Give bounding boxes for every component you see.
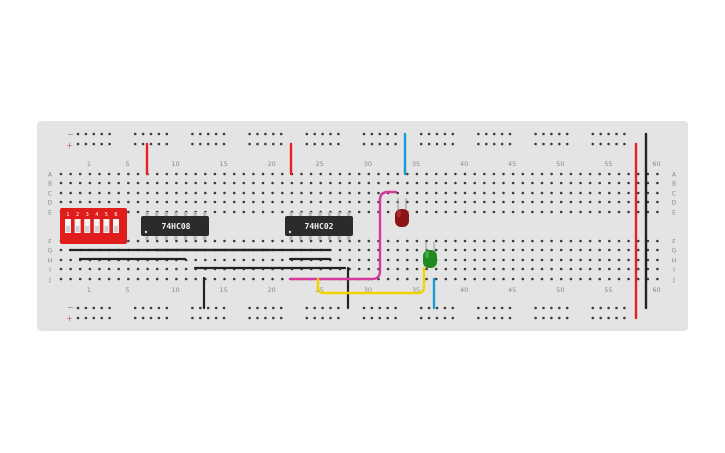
top-rail-minus-label: − (67, 130, 74, 139)
wire-yellow[interactable] (316, 266, 426, 295)
chip1-label: 74HC08 (162, 222, 191, 231)
column-number: 50 (556, 160, 564, 168)
column-number: 5 (125, 160, 129, 168)
column-number: 5 (125, 286, 129, 294)
dip-switch-number: 3 (86, 212, 89, 218)
column-number: 60 (652, 160, 660, 168)
column-number: 20 (268, 160, 276, 168)
column-number: 45 (508, 286, 516, 294)
row-letter: E (48, 210, 52, 217)
row-letter: I (49, 267, 51, 274)
row-letter: B (48, 181, 52, 188)
column-number: 55 (604, 160, 612, 168)
wire-pink[interactable] (288, 190, 398, 281)
row-letter: C (672, 191, 676, 198)
column-number: 30 (364, 160, 372, 168)
dip-switch-number: 1 (66, 212, 69, 218)
row-letter: G (672, 248, 677, 255)
column-number: 35 (412, 160, 420, 168)
dip-switch-number: 4 (95, 212, 98, 218)
dip-switch-number: 5 (105, 212, 108, 218)
row-letter: D (672, 200, 677, 207)
column-number: 45 (508, 160, 516, 168)
column-number: 50 (556, 286, 564, 294)
row-letter: A (48, 172, 53, 179)
row-letter: F (672, 239, 676, 246)
column-number: 30 (364, 286, 372, 294)
row-letter: J (48, 277, 51, 284)
row-letter: B (672, 181, 676, 188)
chip2-label: 74HC02 (305, 222, 334, 231)
column-number: 20 (268, 286, 276, 294)
column-number: 1 (87, 286, 91, 294)
row-letter: E (672, 210, 676, 217)
bottom-rail-plus-label: + (66, 314, 73, 323)
led-green[interactable] (423, 242, 437, 268)
row-letter: I (673, 267, 675, 274)
row-letter: F (48, 239, 52, 246)
column-number: 40 (460, 160, 468, 168)
column-number: 15 (219, 160, 227, 168)
led-red[interactable] (395, 198, 409, 227)
dip-switch-number: 6 (114, 212, 117, 218)
dip-switch-number: 2 (76, 212, 79, 218)
row-letter: D (48, 200, 53, 207)
wires-rail-jumpers[interactable] (145, 132, 648, 320)
column-number: 15 (219, 286, 227, 294)
wires-bottom-black[interactable] (68, 248, 350, 310)
row-letter: C (48, 191, 52, 198)
row-letter: J (672, 277, 675, 284)
breadboard (37, 121, 688, 331)
bottom-rail-minus-label: − (67, 303, 74, 312)
column-number: 35 (412, 286, 420, 294)
top-rail-plus-label: + (66, 141, 73, 150)
column-number: 60 (652, 286, 660, 294)
chip-74hc02[interactable]: 74HC02 (285, 212, 353, 240)
column-number: 25 (316, 160, 324, 168)
row-letter: H (48, 258, 53, 265)
column-number: 10 (171, 286, 179, 294)
column-number: 1 (87, 160, 91, 168)
row-letter: G (48, 248, 53, 255)
row-letter: A (672, 172, 677, 179)
column-number: 10 (171, 160, 179, 168)
column-number: 55 (604, 286, 612, 294)
row-letter: H (672, 258, 677, 265)
chip-74hc08[interactable]: 74HC08 (141, 212, 209, 240)
column-number: 40 (460, 286, 468, 294)
